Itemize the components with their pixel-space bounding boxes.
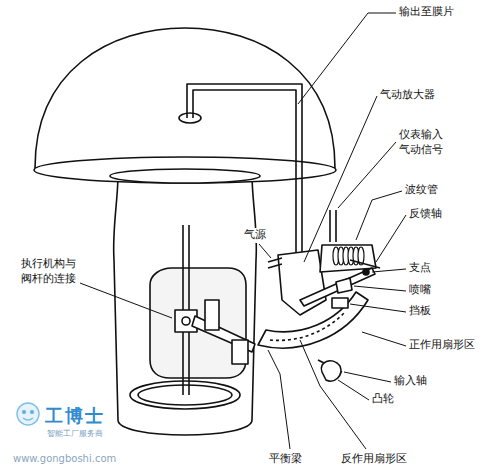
bellows-frame: [320, 245, 376, 272]
watermark-logo: [17, 403, 39, 425]
part-label: 挡板: [408, 304, 432, 319]
diaphragm-housing: [35, 28, 335, 168]
output-pipe: [187, 84, 302, 258]
flapper: [332, 298, 348, 308]
signal-pipe: [330, 210, 336, 242]
leader-lines: [72, 13, 406, 449]
pneumatic-amplifier: [278, 250, 326, 315]
nozzle: [336, 278, 352, 293]
part-label: 执行机构与 阀杆的连接: [20, 257, 80, 287]
part-label: 喷嘴: [408, 283, 432, 298]
part-label: 凸轮: [371, 392, 395, 407]
part-label: 仪表输入 气动信号: [398, 128, 458, 158]
housing-rim: [34, 157, 336, 183]
lever-block: [232, 340, 248, 364]
feedback-shaft: [350, 260, 380, 268]
part-label: 波纹管: [404, 183, 439, 198]
housing-neck: [110, 169, 260, 183]
connector-pin: [182, 317, 190, 325]
spring-block: [205, 300, 219, 330]
part-label: 反作用扇形区: [340, 452, 408, 467]
watermark-url: www.gongboshi.com: [12, 452, 117, 466]
part-label: 输入轴: [393, 374, 428, 389]
sector-slot: [270, 312, 345, 340]
part-label: 输出至膜片: [398, 5, 455, 20]
bottom-ring-inner: [138, 385, 232, 405]
pivot: [363, 269, 369, 275]
part-label: 支点: [408, 261, 432, 276]
cam: [321, 361, 341, 381]
bottom-ring: [130, 381, 240, 409]
part-label: 平衡梁: [268, 452, 303, 467]
part-label: 反馈轴: [408, 207, 443, 222]
watermark-text: 智能工厂服务商: [46, 429, 104, 440]
pipe-boss: [179, 113, 201, 123]
part-label: 气动放大器: [379, 88, 436, 103]
part-label: 正作用扇形区: [408, 338, 476, 353]
part-label: 气源: [243, 228, 267, 243]
actuator-yoke: [114, 175, 257, 435]
air-supply-pipe: [268, 258, 282, 268]
watermark-text: 工博士: [44, 404, 106, 428]
